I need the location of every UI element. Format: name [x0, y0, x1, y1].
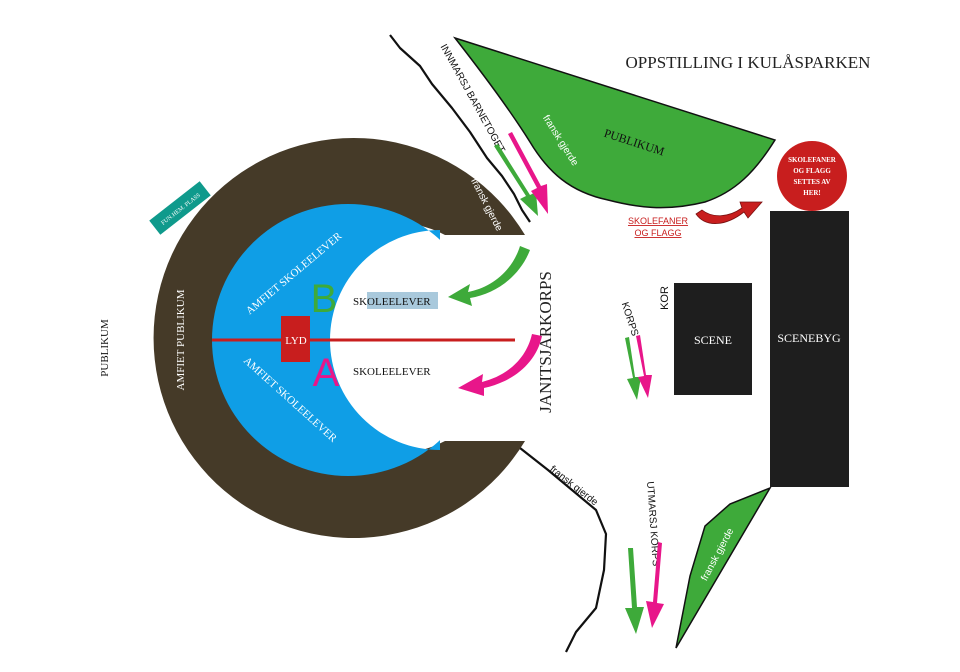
flag-drop-circle: SKOLEFANER OG FLAGG SETTES AV HER! [777, 141, 847, 211]
scenebyg-block [770, 211, 849, 487]
publikum-left-label: PUBLIKUM [99, 319, 111, 377]
circle-line-2: OG FLAGG [793, 167, 831, 175]
korps-label: KORPS [619, 301, 640, 338]
amfiet-publikum-ring [153, 137, 525, 538]
skoleelever-a-label: SKOLEELEVER [353, 366, 431, 378]
section-a-letter: A [313, 351, 340, 395]
publikum-green-area [452, 36, 777, 209]
kor-label: KOR [659, 286, 671, 310]
korps-arrows [625, 335, 652, 400]
skoleelever-b-label: SKOLEELEVER [353, 296, 431, 308]
scene-label: SCENE [694, 333, 732, 347]
circle-line-1: SKOLEFANER [788, 156, 837, 164]
arrow-to-a [458, 334, 542, 396]
amfiet-publikum-label: AMFIET PUBLIKUM [175, 289, 187, 390]
skolefaner-label-line-2: OG FLAGG [634, 228, 681, 238]
fence-lower [519, 447, 608, 653]
utmarsj-arrows [625, 542, 664, 634]
scene-block [674, 283, 752, 395]
fransk-gjerde-lower-label: fransk gjerde [547, 464, 600, 509]
innmarsj-arrows [494, 132, 548, 216]
scenebyg-label: SCENEBYG [777, 331, 841, 345]
janitsjarkorps-label: JANITSJARKORPS [536, 271, 555, 413]
circle-line-4: HER! [803, 189, 821, 197]
circle-line-3: SETTES AV [793, 178, 830, 186]
skolefaner-label-line-1: SKOLEFANER [628, 216, 689, 226]
lyd-box [281, 316, 310, 362]
section-b-letter: B [311, 277, 338, 321]
skoleelever-b-highlight [367, 292, 438, 309]
arrow-to-b [448, 246, 530, 306]
skolefaner-arrow [695, 201, 763, 224]
fence-green-bottom-area [675, 486, 772, 649]
lyd-label: LYD [285, 335, 307, 347]
page-title: OPPSTILLING I KULÅSPARKEN [626, 53, 871, 72]
fence-upper-left [389, 34, 531, 223]
